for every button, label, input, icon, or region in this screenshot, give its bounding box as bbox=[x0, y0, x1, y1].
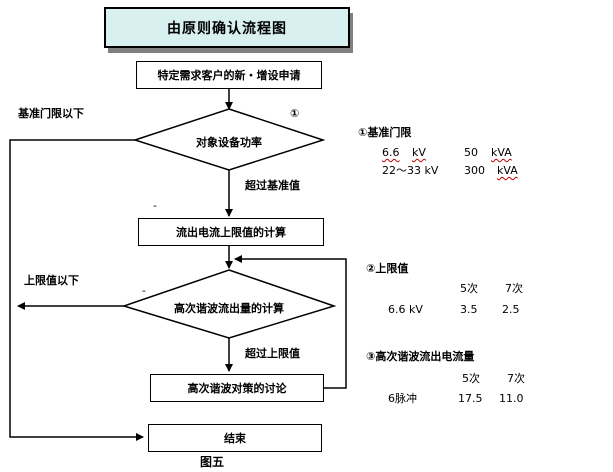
note2-heading: ②上限值 bbox=[366, 262, 409, 275]
note3-row1-label: 6脉冲 bbox=[388, 392, 417, 405]
arrow-measures-loop-back bbox=[234, 255, 347, 389]
note1-row2-power-unit: kVA bbox=[497, 164, 518, 177]
decision2-diamond bbox=[121, 269, 337, 339]
note3-row1-7th: 11.0 bbox=[499, 392, 524, 405]
calc-limit-box: 流出电流上限值的计算 bbox=[138, 218, 324, 246]
note1-row1-power-unit: kVA bbox=[491, 146, 512, 159]
end-box: 结束 bbox=[148, 424, 322, 452]
note1-heading: ①基准门限 bbox=[358, 126, 412, 139]
figure-caption: 图五 bbox=[200, 455, 225, 469]
decision2-label: 高次谐波流出量的计算 bbox=[174, 302, 284, 315]
note2-row1-label: 6.6 kV bbox=[388, 303, 423, 316]
start-box: 特定需求客户的新・增设申请 bbox=[136, 61, 322, 89]
diagram-title: 由原则确认流程图 bbox=[104, 7, 350, 48]
note1-row2-power: 300 bbox=[464, 164, 485, 177]
note3-header-7th: 7次 bbox=[507, 372, 525, 385]
arrow-below-base-to-end bbox=[9, 139, 144, 441]
edge-label-exceed-base: 超过基准值 bbox=[245, 179, 300, 192]
edge-label-below-limit: 上限值以下 bbox=[24, 274, 79, 287]
edge-dash-2: - bbox=[142, 284, 146, 297]
note1-row1-value: 6.6 bbox=[382, 146, 400, 159]
note3-row1-5th: 17.5 bbox=[458, 392, 483, 405]
circle-marker: ① bbox=[290, 107, 300, 120]
decision1-diamond bbox=[132, 108, 326, 171]
note3-heading: ③高次谐波流出电流量 bbox=[366, 350, 475, 363]
note3-header-5th: 5次 bbox=[462, 372, 480, 385]
edge-dash-1: - bbox=[153, 199, 157, 212]
note1-row2-value: 22～33 kV bbox=[382, 164, 439, 177]
note2-header-5th: 5次 bbox=[460, 282, 478, 295]
note2-row1-7th: 2.5 bbox=[502, 303, 520, 316]
note1-row1-power: 50 bbox=[464, 146, 478, 159]
edge-label-exceed-limit: 超过上限值 bbox=[245, 347, 300, 360]
note2-row1-5th: 3.5 bbox=[460, 303, 478, 316]
measures-box: 高次谐波对策的讨论 bbox=[150, 374, 324, 402]
edge-label-below-base: 基准门限以下 bbox=[18, 107, 84, 120]
note2-header-7th: 7次 bbox=[505, 282, 523, 295]
note1-row1-unit: kV bbox=[412, 146, 426, 159]
decision1-label: 对象设备功率 bbox=[196, 136, 262, 149]
